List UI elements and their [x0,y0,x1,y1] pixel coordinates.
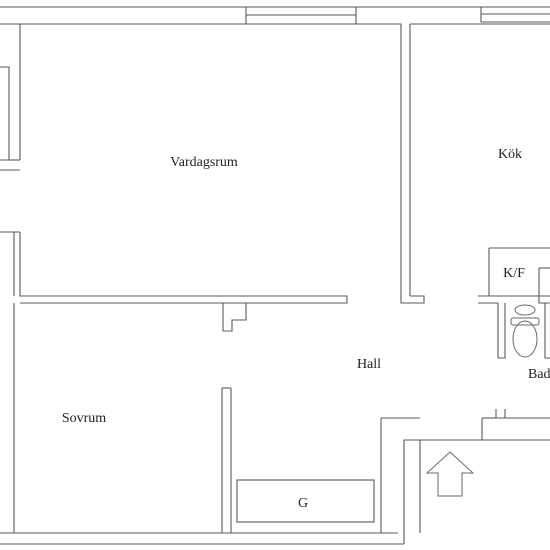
room-sovrum: Sovrum [13,303,232,533]
outer-walls [0,6,550,545]
label-g: G [298,496,308,511]
room-vardagsrum: Vardagsrum [13,23,402,332]
label-bad: Bad [528,367,550,382]
label-sovrum: Sovrum [62,411,106,426]
room-hall: Hall [357,357,550,533]
label-vardagsrum: Vardagsrum [170,155,238,170]
room-kf: K/F [478,247,550,304]
label-hall: Hall [357,357,381,372]
toilet-icon [510,304,540,358]
room-bad: Bad [495,303,550,419]
entrance-arrow-icon [425,451,475,497]
room-kok: Kök [400,23,550,304]
room-g: G [236,479,375,523]
label-kf: K/F [503,266,525,281]
label-kok: Kök [498,147,522,162]
